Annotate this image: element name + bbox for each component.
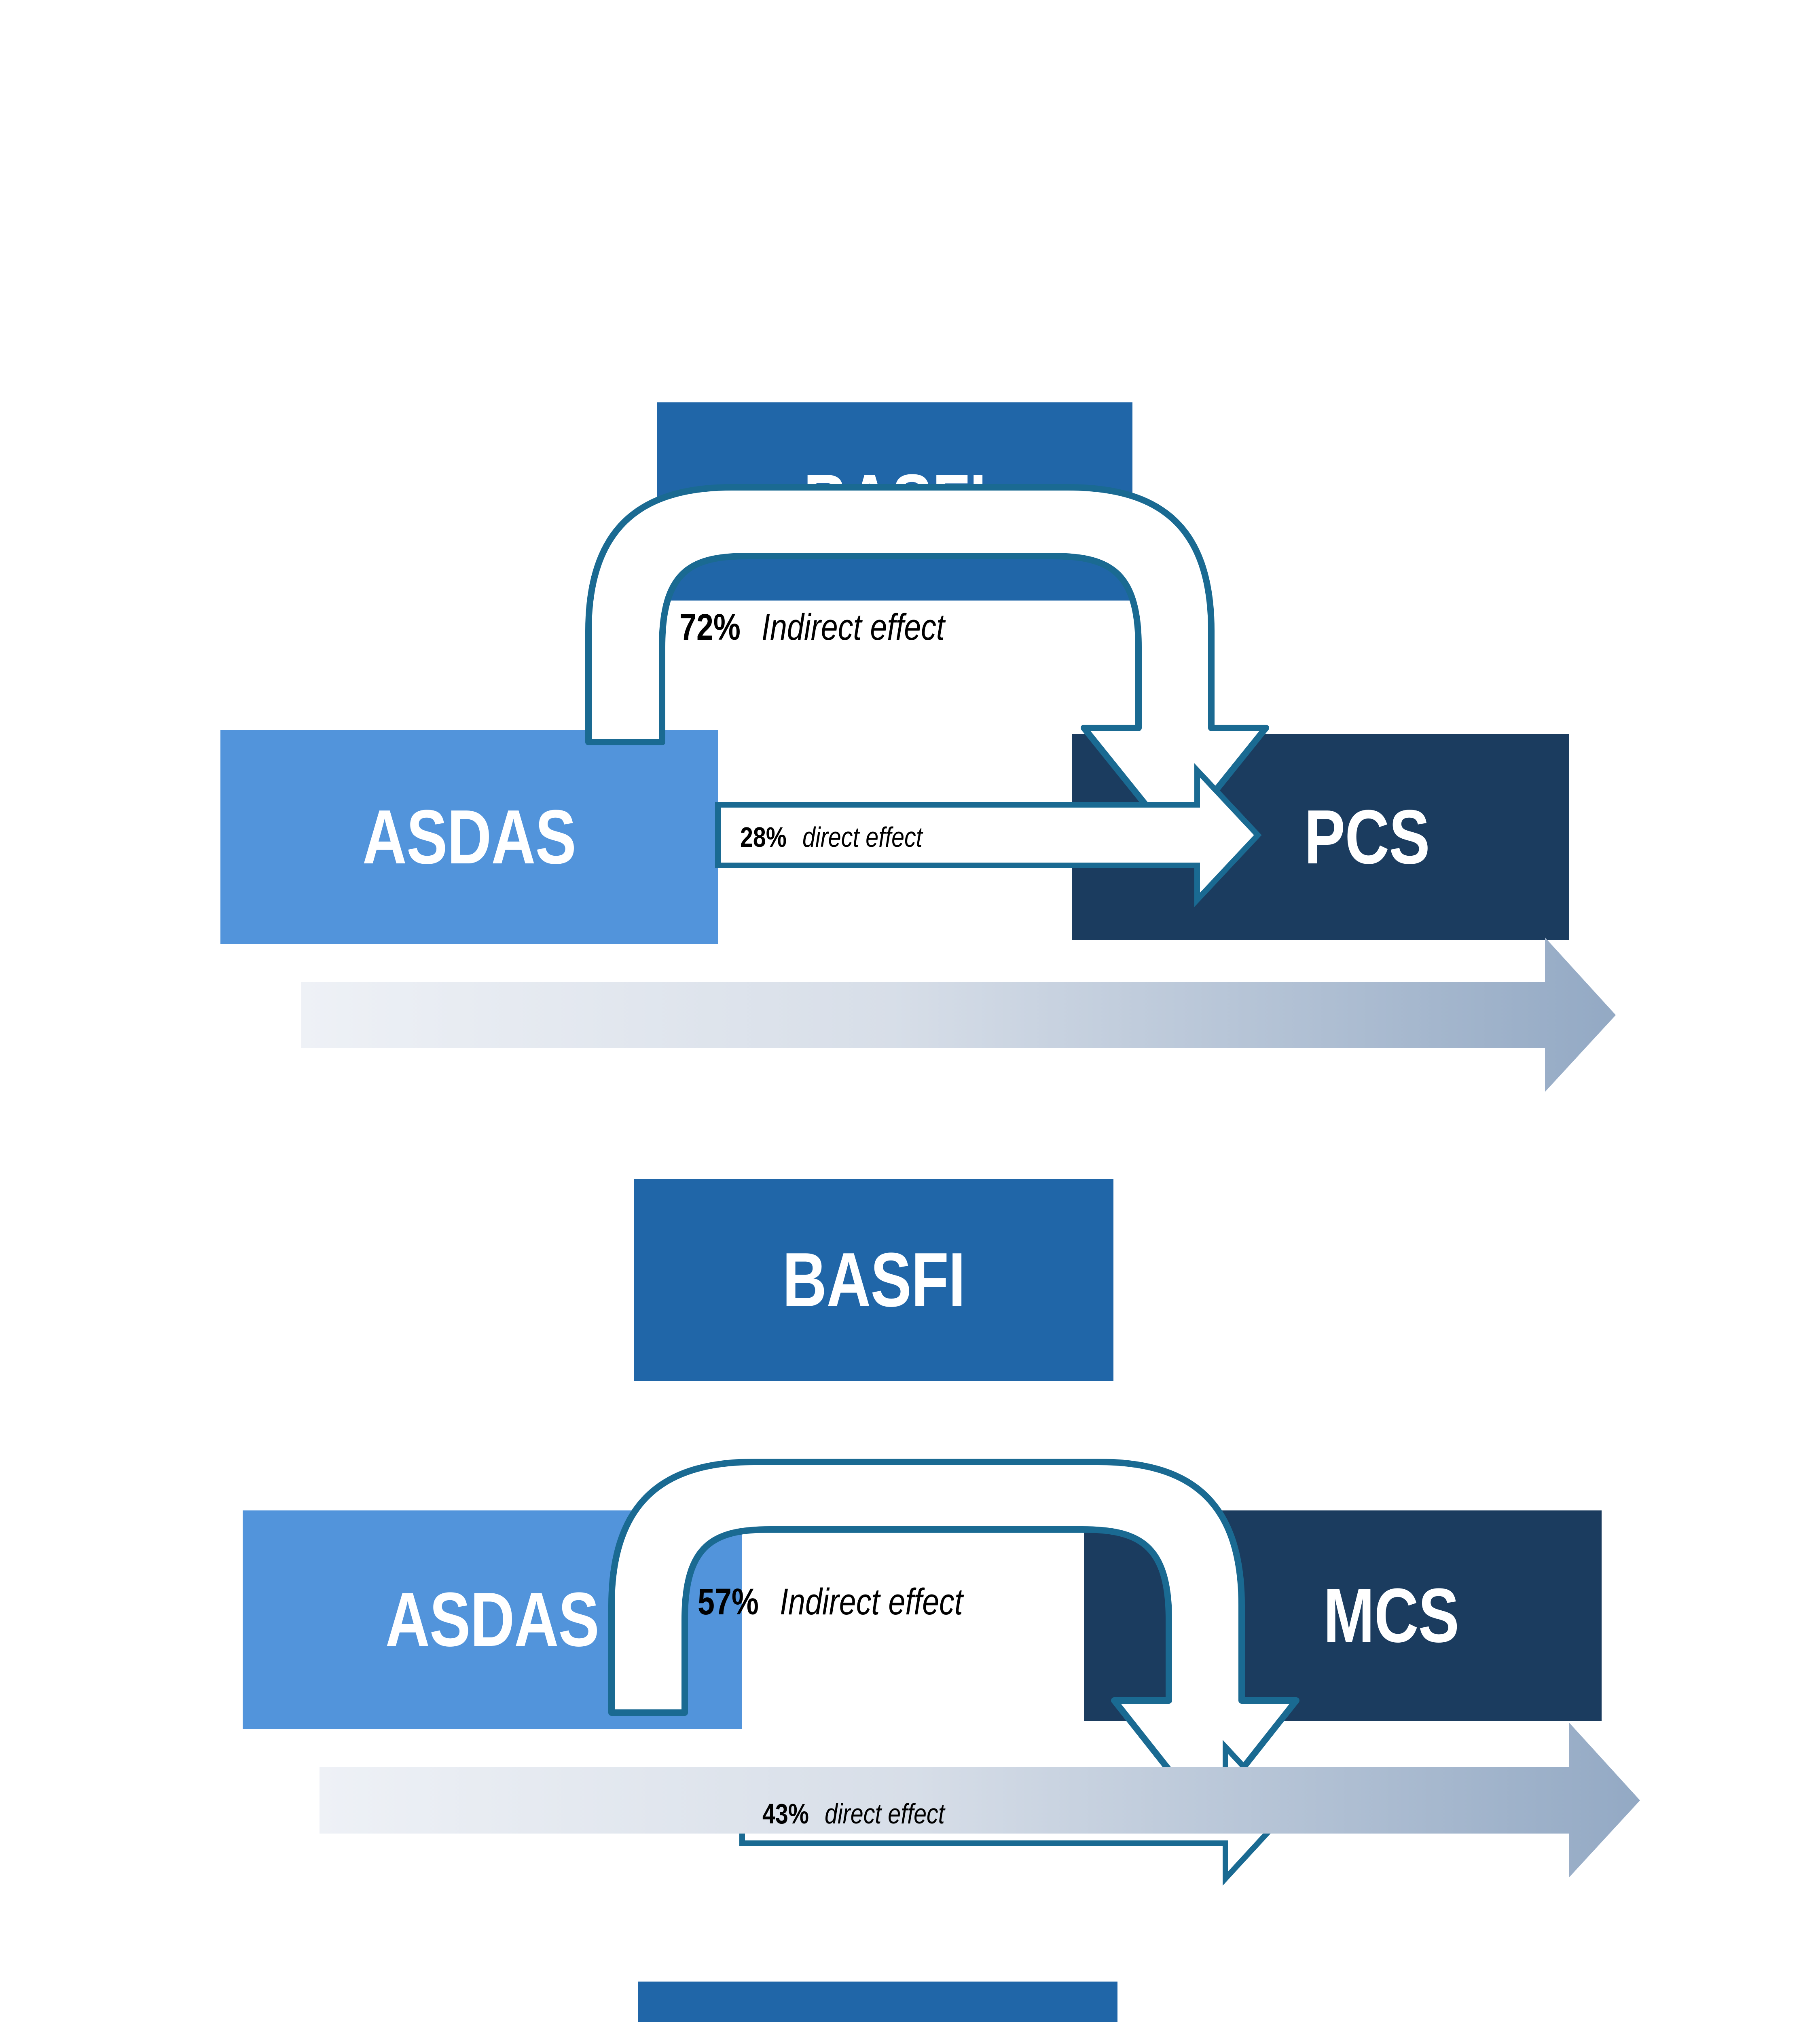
timeline-tick-t: (t) (324, 995, 354, 1029)
timeline-tick-t1: (t+1) (803, 995, 869, 1029)
indirect-effect-text: Indirect effect (761, 607, 945, 648)
timeline-tick-t: (t) (342, 1780, 372, 1815)
node-basfi-label: BASFI (803, 459, 987, 544)
timeline-arrow (320, 1723, 1640, 1877)
node-basfi[interactable]: BASFI (638, 1982, 1117, 2022)
panel-pcs: BASFI ASDAS PCS 72% Indirect effect 28% … (220, 402, 1616, 1092)
indirect-effect-text: Indirect effect (779, 1581, 963, 1622)
node-pcs-label: PCS (1304, 794, 1430, 880)
direct-effect-label: 28% direct effect (740, 823, 949, 851)
direct-effect-text: direct effect (802, 821, 923, 853)
node-asdas-label: ASDAS (362, 794, 576, 880)
node-basfi[interactable]: BASFI (657, 402, 1132, 601)
timeline-arrow (301, 937, 1616, 1092)
direct-effect-percent: 43% (762, 1798, 814, 1830)
direct-effect-percent: 28% (740, 821, 791, 853)
node-basfi[interactable]: BASFI (634, 1179, 1113, 1381)
node-basfi-label: BASFI (782, 1237, 966, 1323)
indirect-effect-label: 57% Indirect effect (698, 1583, 1003, 1620)
direct-effect-label: 43% direct effect (762, 1800, 971, 1828)
node-asdas-label: ASDAS (385, 1577, 599, 1662)
node-pcs[interactable]: PCS (1072, 734, 1569, 940)
node-mcs[interactable]: MCS (1084, 1510, 1602, 1721)
node-asdas[interactable]: ASDAS (220, 730, 718, 944)
indirect-effect-percent: 72% (679, 607, 747, 648)
indirect-effect-label: 72% Indirect effect (679, 609, 985, 646)
panel-mcs: BASFI ASDAS MCS 57% Indirect effect 43% … (0, 1092, 1820, 1901)
node-asdas[interactable]: ASDAS (243, 1510, 742, 1729)
panel-asqol: BASFI ASDAS ASQoL 73% Indirect effect 27… (0, 1901, 1820, 2022)
indirect-effect-percent: 57% (698, 1581, 765, 1622)
direct-effect-text: direct effect (825, 1798, 945, 1830)
node-mcs-label: MCS (1323, 1573, 1459, 1658)
